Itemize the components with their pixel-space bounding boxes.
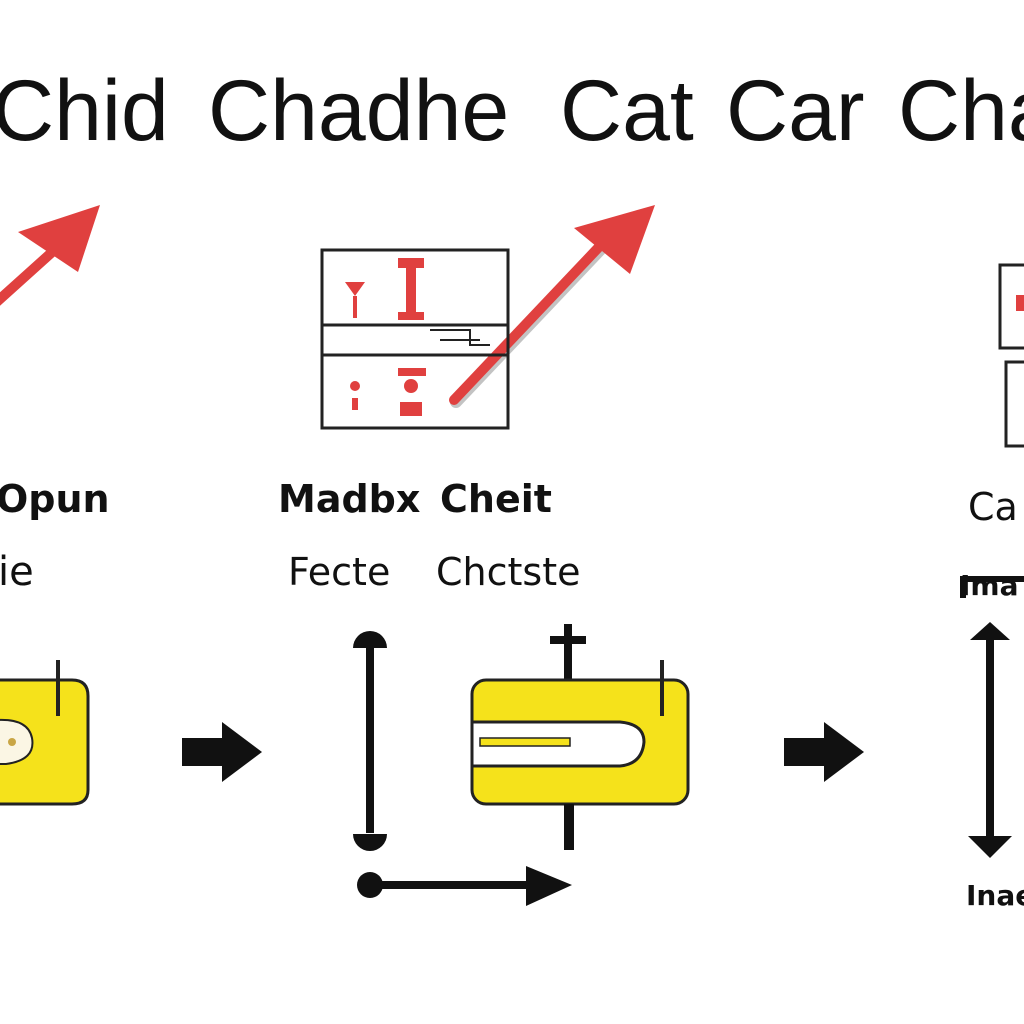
label-fecte: Fecte xyxy=(288,550,390,594)
yellow-card-middle xyxy=(470,624,690,850)
red-diagonal-arrow-icon xyxy=(449,205,655,408)
title-word-3: Cat xyxy=(560,63,694,159)
cabinet-diagram-partial xyxy=(998,263,1024,448)
label-ie: ie xyxy=(0,549,34,595)
title-word-1: Chid xyxy=(0,63,169,159)
label-opun: Opun xyxy=(0,477,110,521)
title-row: Chid Chadhe Cat Car Cha xyxy=(0,63,1024,159)
horizontal-arrow-icon xyxy=(357,866,572,906)
vertical-double-arrow-icon xyxy=(353,631,387,851)
label-ca: Ca xyxy=(968,485,1018,529)
label-ima: Ima xyxy=(960,569,1019,602)
title-word-5: Cha xyxy=(898,63,1024,159)
vertical-double-arrow-icon xyxy=(960,576,1024,858)
label-chctste: Chctste xyxy=(436,550,581,594)
label-cheit: Cheit xyxy=(440,477,552,521)
title-word-2: Chadhe xyxy=(208,63,509,159)
red-diagonal-arrow-icon xyxy=(0,205,100,306)
cabinet-diagram xyxy=(320,248,510,430)
label-madbx: Madbx xyxy=(278,477,420,521)
black-right-arrow-icon xyxy=(182,722,262,782)
title-word-4: Car xyxy=(726,63,865,159)
black-right-arrow-icon xyxy=(784,722,864,782)
label-inae: Inae xyxy=(966,879,1024,912)
panel-labels: Opun ie Madbx Cheit Fecte Chctste Ca Ima… xyxy=(0,477,1024,912)
yellow-card-left xyxy=(0,660,90,806)
pin-icon xyxy=(550,624,586,680)
